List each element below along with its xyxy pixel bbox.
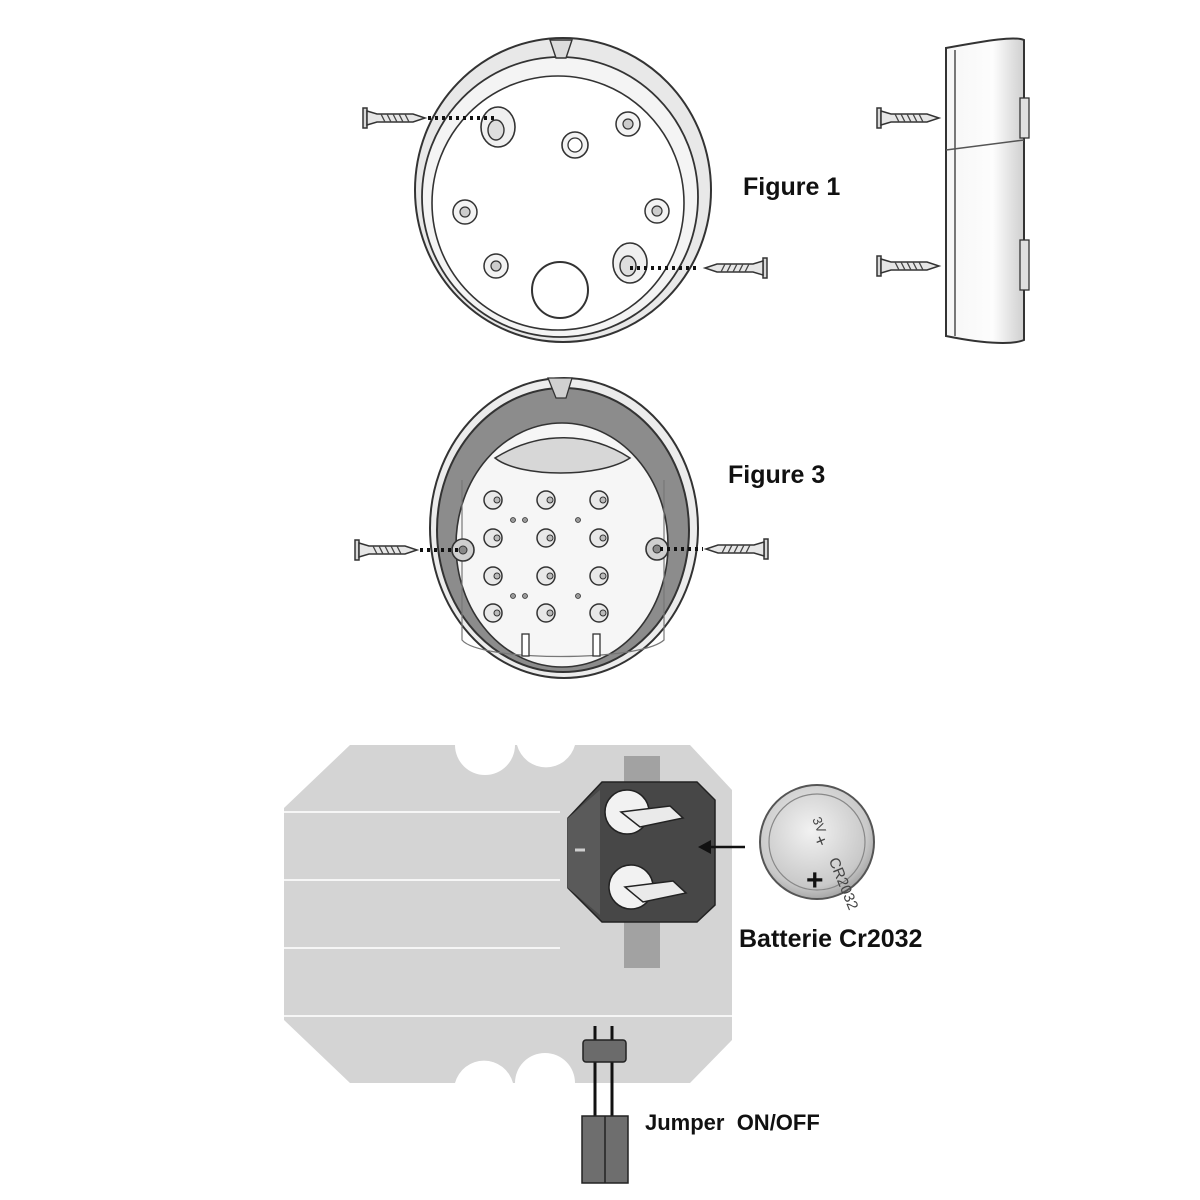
coin-voltage-text: 3V [809, 815, 829, 836]
figure3-keypad-module [429, 377, 699, 679]
figure1-side-view [945, 37, 1030, 344]
battery-label: Batterie Cr2032 [739, 925, 922, 953]
screw-icon [876, 107, 940, 129]
coin-plus-sign: + [806, 864, 824, 897]
insert-arrow-icon [698, 840, 745, 854]
cable-opening [531, 261, 589, 319]
screw-boss [483, 253, 509, 279]
screw-icon [354, 539, 418, 561]
screw-icon [876, 255, 940, 277]
mounting-hole [451, 538, 475, 562]
center-hole [561, 131, 589, 159]
figure3-label: Figure 3 [728, 461, 825, 489]
figure1-label: Figure 1 [743, 173, 840, 201]
coin-cell-battery: CR2032 3V + + [759, 784, 875, 913]
screw-boss [615, 111, 641, 137]
screw-icon [705, 538, 769, 560]
screw-icon [362, 107, 426, 129]
jumper-connector [581, 1026, 629, 1184]
key-grid [483, 490, 609, 623]
mounting-hole [480, 106, 516, 148]
screw-boss [644, 198, 670, 224]
mounting-hole [645, 537, 669, 561]
battery-holder [567, 756, 716, 968]
mounting-hole [612, 242, 648, 284]
jumper-label: Jumper ON/OFF [645, 1110, 820, 1135]
screw-icon [704, 257, 768, 279]
screw-boss [452, 199, 478, 225]
figure1-back-plate [414, 37, 712, 343]
